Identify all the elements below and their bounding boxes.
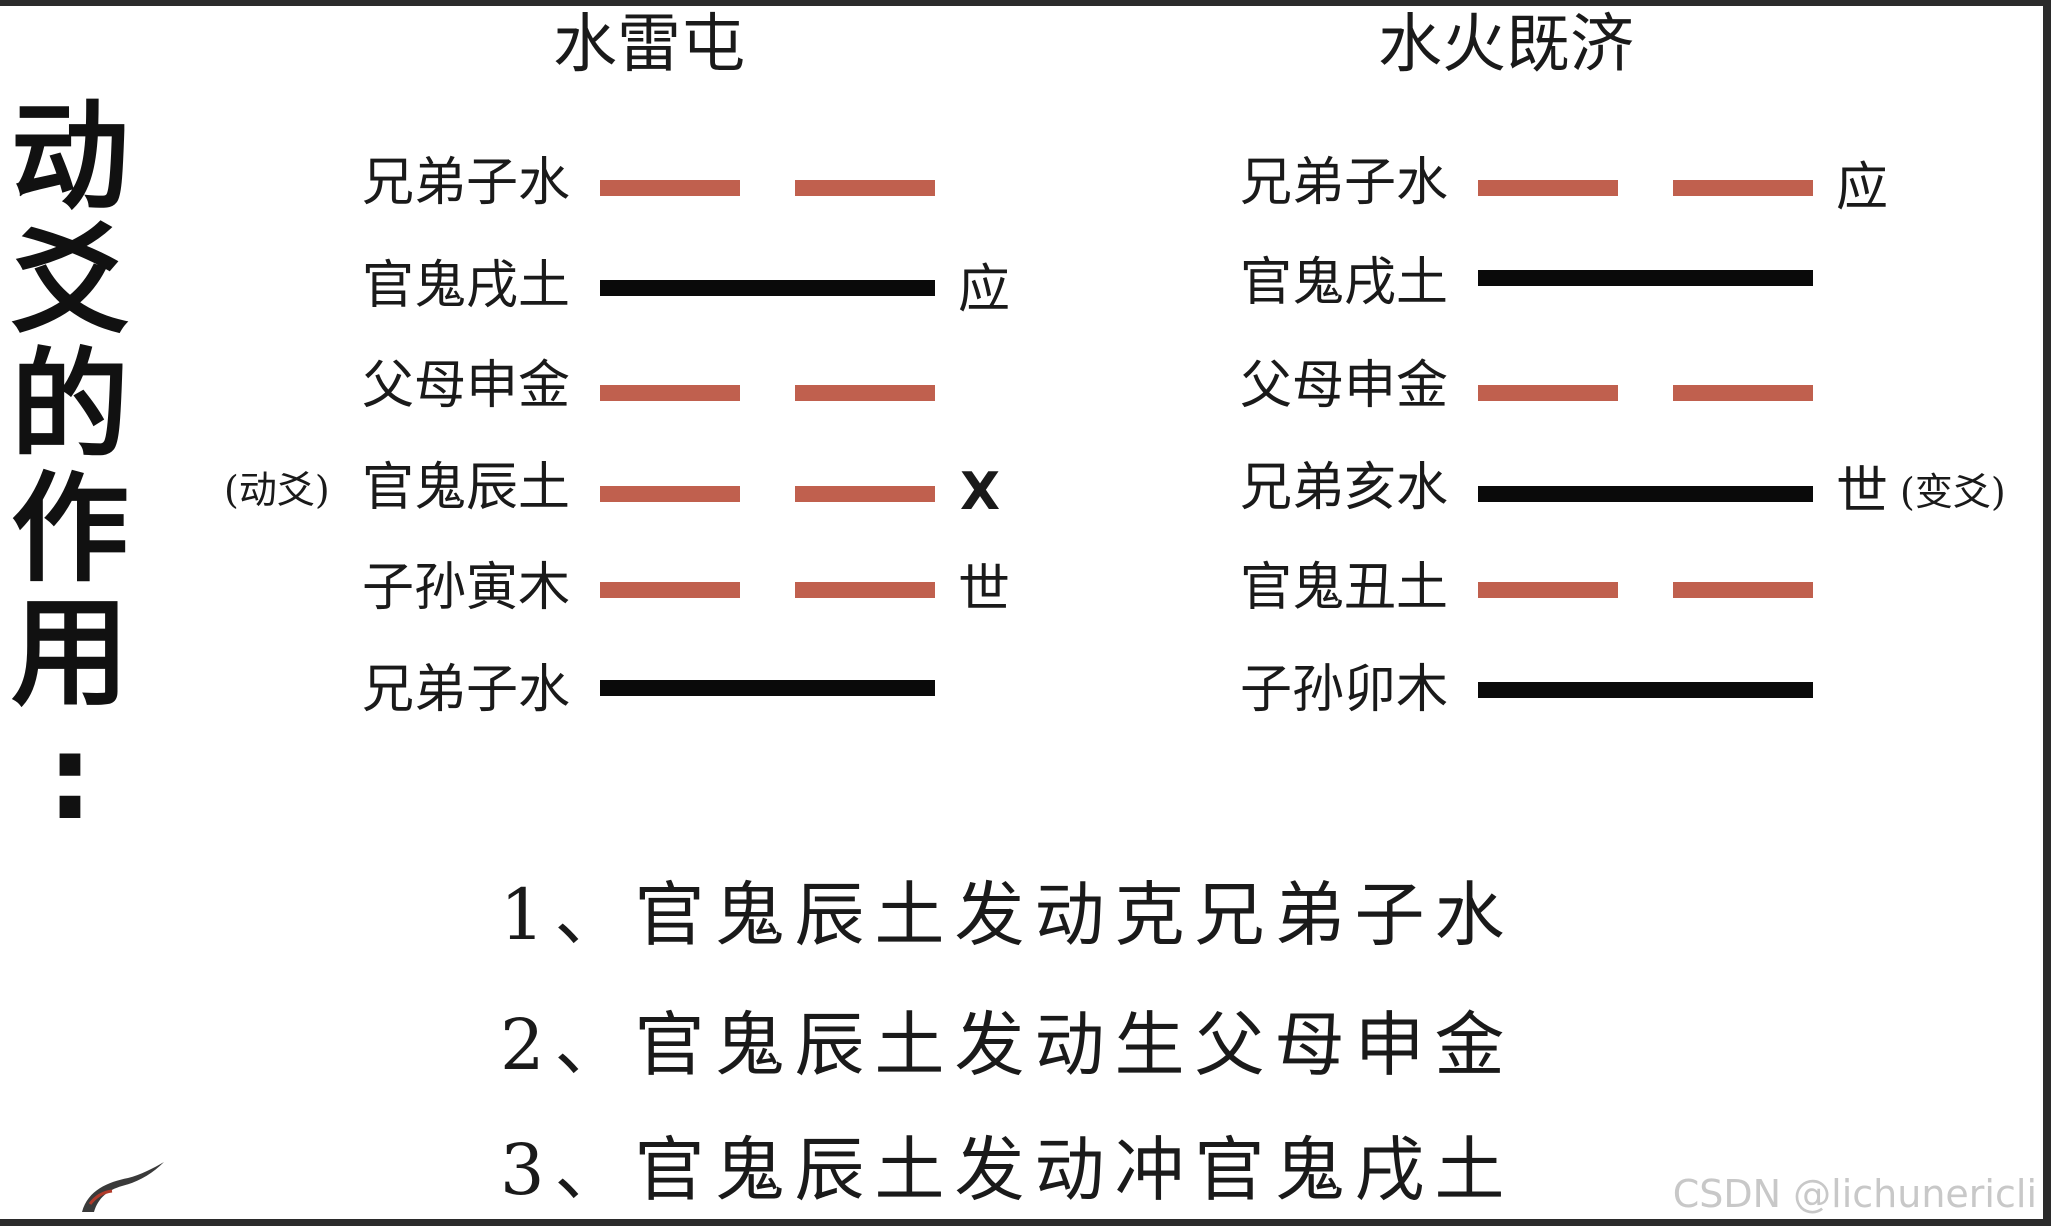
left-yin-line-segment bbox=[600, 385, 740, 401]
changed-line-note: (变爻) bbox=[1900, 470, 2006, 514]
right-yin-line-segment bbox=[1478, 180, 1618, 196]
right-yao-label: 官鬼丑土 bbox=[1240, 558, 1449, 618]
left-yin-line-segment bbox=[795, 486, 935, 502]
statement-2: 2、官鬼辰土发动生父母申金 bbox=[500, 1004, 1515, 1086]
right-yang-line bbox=[1478, 682, 1813, 698]
statement-1: 1、官鬼辰土发动克兄弟子水 bbox=[500, 874, 1515, 956]
right-yin-line-segment bbox=[1478, 582, 1618, 598]
left-yin-line-segment bbox=[795, 180, 935, 196]
left-yao-label: 兄弟子水 bbox=[362, 153, 571, 213]
left-yao-label: 官鬼戌土 bbox=[362, 256, 571, 316]
right-yang-line bbox=[1478, 486, 1813, 502]
left-yao-label: 官鬼辰土 bbox=[362, 458, 571, 518]
ying-marker: 应 bbox=[1836, 158, 1889, 218]
left-yin-line-segment bbox=[600, 180, 740, 196]
right-yin-line-segment bbox=[1673, 180, 1813, 196]
right-yao-label: 子孙卯木 bbox=[1240, 660, 1449, 720]
frame-right-border bbox=[2043, 0, 2051, 1226]
right-yin-line-segment bbox=[1478, 385, 1618, 401]
side-title-char: 作 bbox=[10, 460, 129, 598]
left-yang-line bbox=[600, 280, 935, 296]
left-yin-line-segment bbox=[600, 486, 740, 502]
side-title-char: 用 bbox=[10, 584, 129, 722]
left-yao-label: 子孙寅木 bbox=[362, 558, 571, 618]
side-title-char: 的 bbox=[10, 336, 129, 474]
right-hexagram-title: 水火既济 bbox=[1378, 8, 1634, 82]
left-yin-line-segment bbox=[795, 582, 935, 598]
right-yin-line-segment bbox=[1673, 385, 1813, 401]
left-yin-line-segment bbox=[795, 385, 935, 401]
moving-line-x-marker: X bbox=[960, 462, 1001, 522]
moving-line-note: (动爻) bbox=[224, 468, 330, 512]
left-hexagram-title: 水雷屯 bbox=[553, 8, 745, 82]
bird-logo-icon bbox=[82, 1162, 164, 1212]
watermark-text: CSDN @lichunericli bbox=[1672, 1172, 2037, 1216]
left-yao-label: 父母申金 bbox=[362, 356, 571, 416]
side-title-char: 动 bbox=[10, 88, 129, 226]
right-yao-label: 父母申金 bbox=[1240, 356, 1449, 416]
statement-3: 3、官鬼辰土发动冲官鬼戌土 bbox=[500, 1129, 1515, 1211]
side-title: 动 爻 的 作 用 : bbox=[10, 95, 130, 839]
shi-marker: 世 bbox=[958, 560, 1011, 620]
frame-bottom-border bbox=[0, 1219, 2051, 1226]
left-yang-line bbox=[600, 680, 935, 696]
right-yang-line bbox=[1478, 270, 1813, 286]
left-yin-line-segment bbox=[600, 582, 740, 598]
frame-top-border bbox=[0, 0, 2051, 6]
right-yao-label: 兄弟子水 bbox=[1240, 153, 1449, 213]
shi-marker: 世 bbox=[1836, 462, 1889, 522]
side-title-char: : bbox=[46, 708, 94, 846]
left-yao-label: 兄弟子水 bbox=[362, 660, 571, 720]
right-yao-label: 官鬼戌土 bbox=[1240, 253, 1449, 313]
ying-marker: 应 bbox=[958, 260, 1011, 320]
side-title-char: 爻 bbox=[10, 212, 129, 350]
right-yin-line-segment bbox=[1673, 582, 1813, 598]
right-yao-label: 兄弟亥水 bbox=[1240, 458, 1449, 518]
